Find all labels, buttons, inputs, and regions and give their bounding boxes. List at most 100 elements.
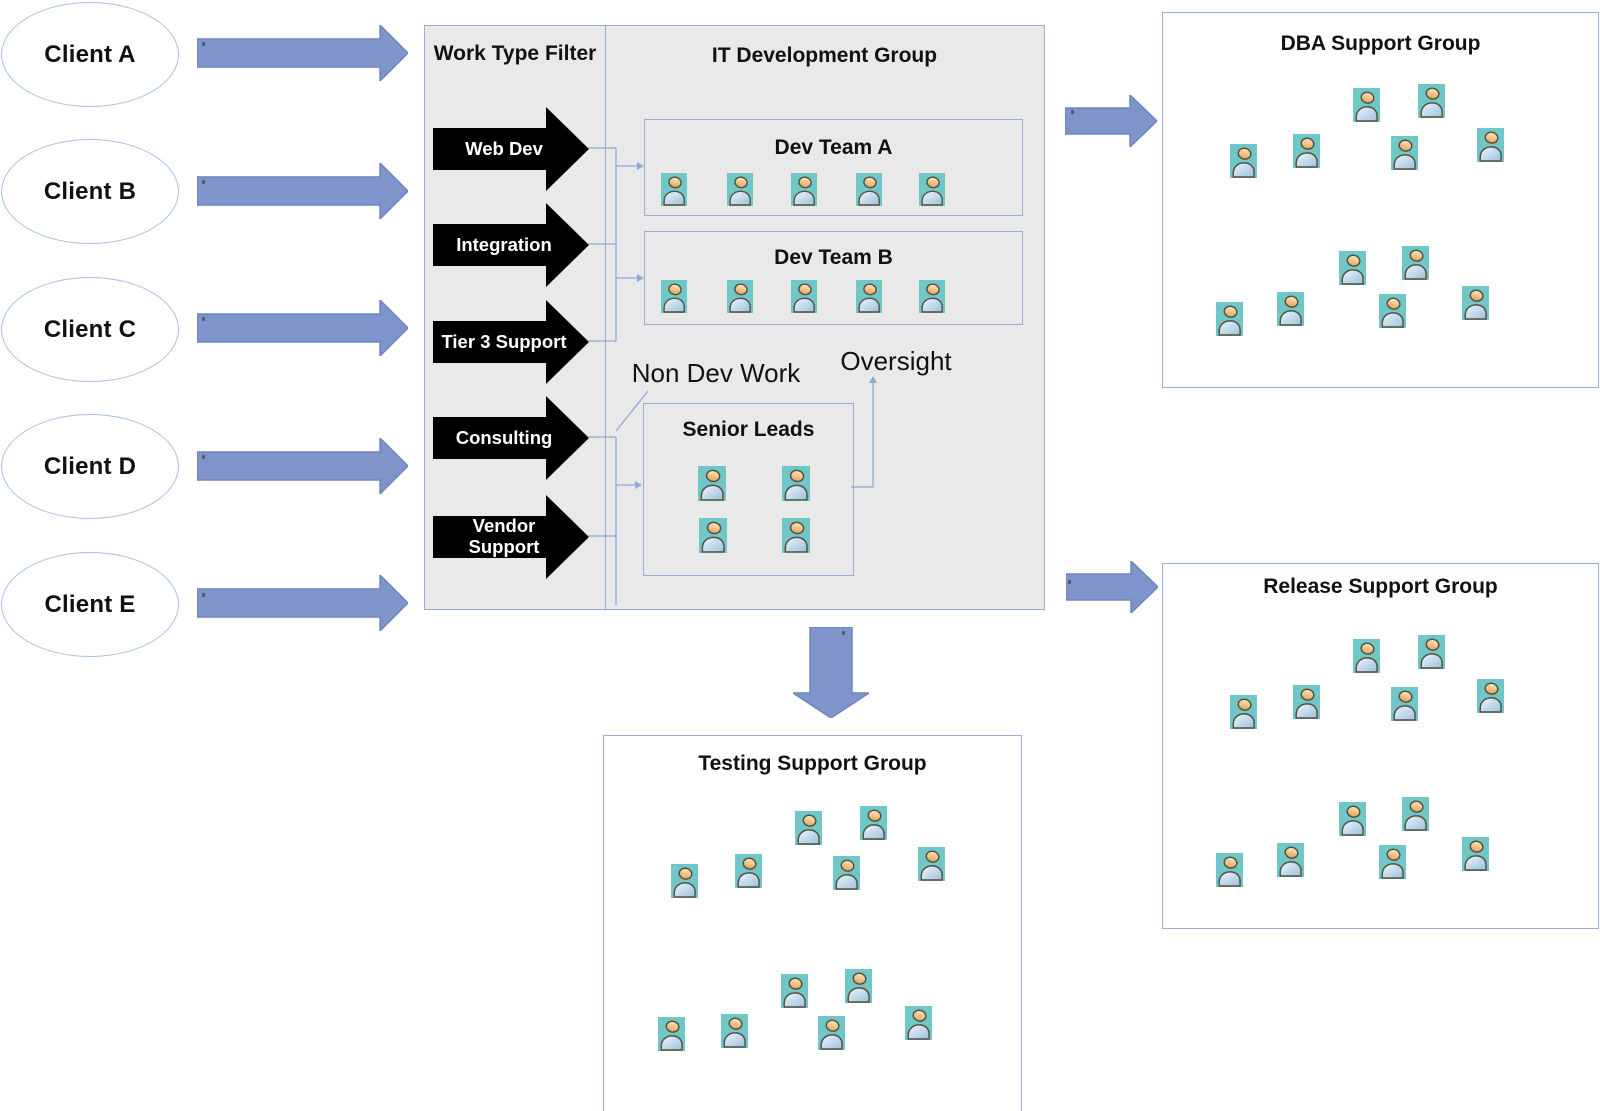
person-icon [1215,302,1243,336]
person-icon [1292,685,1320,719]
person-glyph [1229,695,1257,729]
oversight-label: Oversight [840,346,952,376]
person-icon [734,854,762,888]
person-icon [917,847,945,881]
person-icon [1229,695,1257,729]
filter-arrow-tier-3-support: Tier 3 Support [433,300,589,384]
person-glyph [1292,685,1320,719]
testing-support-group-title: Testing Support Group [698,752,927,775]
dev-team-a-box: Dev Team A [644,119,1023,216]
person-glyph [856,279,882,313]
non-dev-work-label: Non Dev Work [631,358,801,388]
person-glyph [782,465,810,501]
person-glyph [782,517,810,553]
person-icon [780,974,808,1008]
artifact-mark [842,631,845,635]
person-glyph [794,811,822,845]
person-icon [919,279,945,313]
person-glyph [1378,294,1406,328]
person-icon [794,811,822,845]
person-glyph [1461,286,1489,320]
person-glyph [1276,843,1304,877]
person-icon [919,172,945,206]
person-icon [661,279,687,313]
person-glyph [1476,679,1504,713]
person-glyph [1417,84,1445,118]
process-container: Work Type Filter IT Development Group We… [424,25,1045,610]
dev-team-b-box: Dev Team B [644,231,1023,325]
filter-arrow-consulting: Consulting [433,396,589,480]
person-icon [1215,853,1243,887]
person-glyph [657,1017,685,1051]
artifact-mark [202,593,205,597]
person-icon [791,279,817,313]
client-c-flow-arrow [197,300,408,356]
person-icon [698,465,726,501]
person-glyph [791,279,817,313]
person-icon [856,279,882,313]
filter-arrow-label: Vendor Support [468,515,540,557]
person-icon [1461,837,1489,871]
person-icon [1338,251,1366,285]
client-a-flow-arrow [197,25,408,81]
block-arrow-icon [433,300,589,384]
person-glyph [904,1006,932,1040]
person-glyph [698,465,726,501]
artifact-mark [202,42,205,46]
person-icon [1352,88,1380,122]
person-icon [1401,246,1429,280]
block-arrow-icon [433,495,589,579]
person-icon [904,1006,932,1040]
person-icon [1338,802,1366,836]
person-glyph [1401,797,1429,831]
person-glyph [699,517,727,553]
person-glyph [727,279,753,313]
dba-group-arrow [1065,95,1157,147]
client-node-b: Client B [1,139,179,244]
person-glyph [670,864,698,898]
block-arrow-icon [433,396,589,480]
person-glyph [919,172,945,206]
person-icon [1229,144,1257,178]
person-glyph [1338,802,1366,836]
person-glyph [844,969,872,1003]
filter-arrow-label: Web Dev [465,137,543,159]
person-icon [1390,687,1418,721]
person-glyph [727,172,753,206]
testing-group-arrow [793,627,869,718]
person-glyph [734,854,762,888]
person-glyph [1476,128,1504,162]
person-glyph [919,279,945,313]
testing-support-group-box: Testing Support Group [603,735,1022,1111]
artifact-mark [1068,580,1071,584]
person-icon [1276,292,1304,326]
person-icon [844,969,872,1003]
panel-divider [605,26,607,609]
person-icon [661,172,687,206]
person-glyph [1215,302,1243,336]
person-icon [1476,128,1504,162]
artifact-mark [1071,110,1074,114]
person-icon [699,517,727,553]
person-glyph [1276,292,1304,326]
person-glyph [1292,134,1320,168]
dba-support-group-box: DBA Support Group [1162,12,1599,388]
person-icon [859,806,887,840]
block-arrow-icon [433,203,589,287]
client-node-a: Client A [1,2,179,107]
person-glyph [917,847,945,881]
person-icon [817,1016,845,1050]
person-glyph [817,1016,845,1050]
client-e-flow-arrow [197,575,408,631]
person-icon [1417,84,1445,118]
person-icon [856,172,882,206]
release-support-group-title: Release Support Group [1263,575,1498,598]
client-b-flow-arrow [197,163,408,219]
person-glyph [720,1014,748,1048]
release-support-group-box: Release Support Group [1162,563,1599,929]
it-development-group-title: IT Development Group [711,44,938,67]
person-icon [1378,294,1406,328]
dba-support-group-title: DBA Support Group [1280,32,1481,55]
person-glyph [661,172,687,206]
client-node-e: Client E [1,552,179,657]
